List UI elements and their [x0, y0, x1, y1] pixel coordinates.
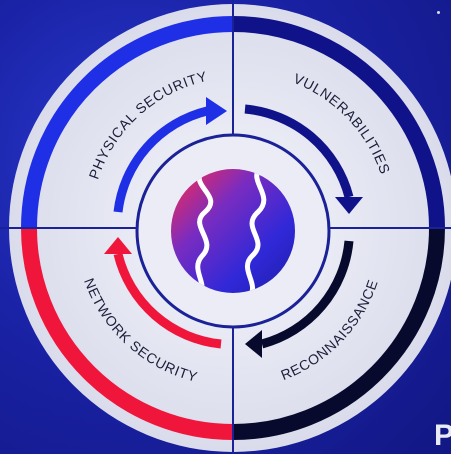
ring-reconnaissance [232, 227, 445, 440]
ring-network [21, 227, 234, 440]
brand-logo [171, 169, 295, 293]
arrow-vulnerabilities [244, 104, 363, 214]
ring-physical [21, 16, 234, 229]
decorative-dot [437, 11, 440, 14]
arrow-network [104, 237, 222, 349]
corner-text: P [434, 419, 451, 452]
arrow-reconnaissance [245, 240, 354, 358]
arrow-physical [113, 97, 227, 213]
ring-vulnerabilities [232, 16, 445, 229]
